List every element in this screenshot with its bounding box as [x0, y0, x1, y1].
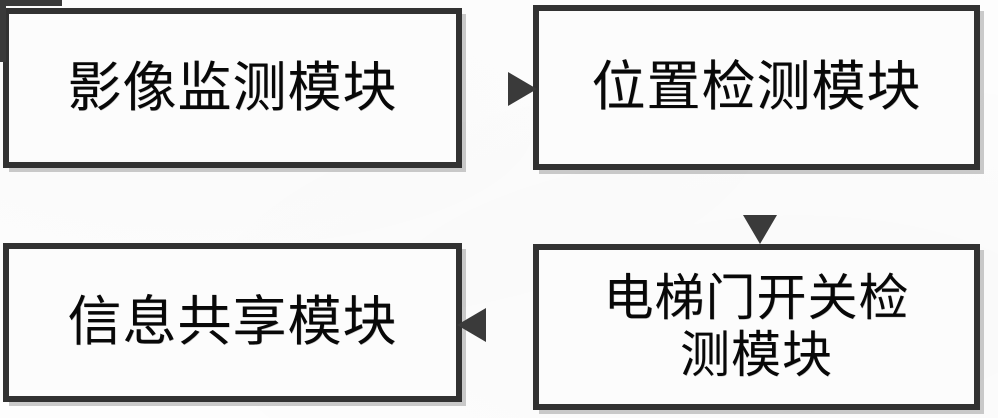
node-door-switch[interactable]: 电梯门开关检 测模块	[533, 244, 980, 410]
edge-position-to-door	[0, 0, 777, 244]
node-image-monitor[interactable]: 影像监测模块	[3, 8, 462, 168]
arrow-right-icon	[508, 72, 537, 106]
node-info-share[interactable]: 信息共享模块	[3, 243, 462, 402]
node-info-share-label: 信息共享模块	[67, 290, 398, 354]
node-position-detect[interactable]: 位置检测模块	[533, 5, 980, 170]
node-image-monitor-label: 影像监测模块	[67, 55, 398, 119]
node-door-switch-label: 电梯门开关检 测模块	[603, 269, 910, 384]
arrow-left-icon	[457, 308, 486, 342]
edge-door-to-info	[0, 0, 486, 342]
edge-door-to-info-line	[0, 0, 58, 6]
arrow-down-icon	[743, 215, 777, 244]
node-position-detect-label: 位置检测模块	[591, 55, 922, 119]
edge-position-to-door-line	[0, 0, 6, 62]
